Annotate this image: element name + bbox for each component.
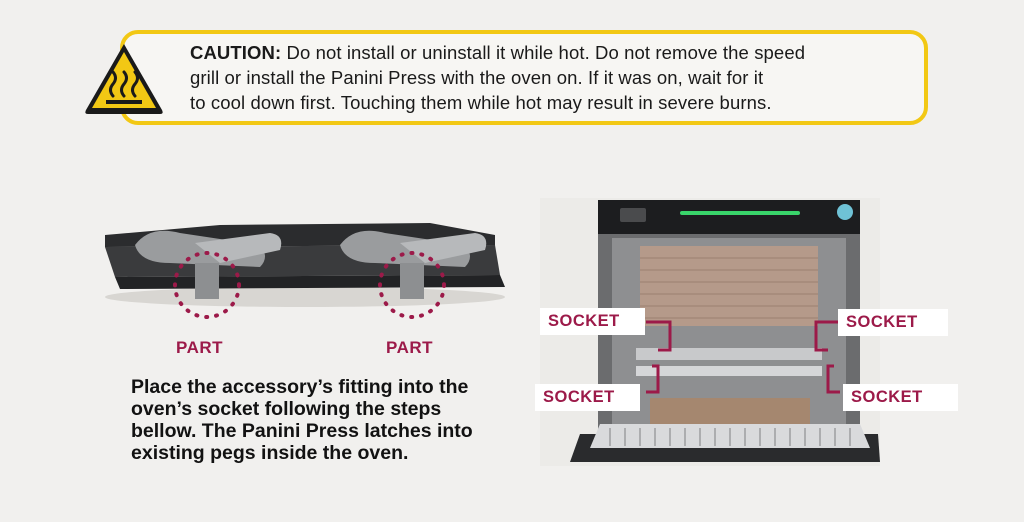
instruction-text: Place the accessory’s fitting into the o…: [131, 376, 511, 464]
instruction-line-2: oven’s socket following the steps: [131, 398, 442, 420]
instruction-line-3: bellow. The Panini Press latches into: [131, 420, 473, 442]
socket-label-bottom-left: SOCKET: [535, 384, 640, 411]
part-label-left: PART: [176, 338, 224, 357]
caution-line-3: to cool down first. Touching them while …: [190, 92, 772, 113]
power-button-icon: [837, 204, 853, 220]
oven-illustration: [540, 198, 880, 466]
caution-box: [120, 30, 928, 125]
socket-label-top-left: SOCKET: [540, 308, 645, 335]
instruction-line-4: existing pegs inside the oven.: [131, 442, 409, 464]
status-light-bar: [680, 211, 800, 215]
part-label-right: PART: [386, 338, 434, 357]
usb-port-icon: [620, 208, 646, 222]
panini-press-illustration: [105, 223, 505, 319]
caution-text: CAUTION: Do not install or uninstall it …: [190, 40, 925, 115]
instruction-line-1: Place the accessory’s fitting into the: [131, 376, 469, 398]
caution-line-2: grill or install the Panini Press with t…: [190, 67, 764, 88]
hot-surface-warning-icon: [85, 44, 163, 114]
socket-label-bottom-right: SOCKET: [843, 384, 958, 411]
socket-label-top-right: SOCKET: [838, 309, 948, 336]
caution-heading: CAUTION:: [190, 42, 282, 63]
caution-line-1: Do not install or uninstall it while hot…: [286, 42, 806, 63]
